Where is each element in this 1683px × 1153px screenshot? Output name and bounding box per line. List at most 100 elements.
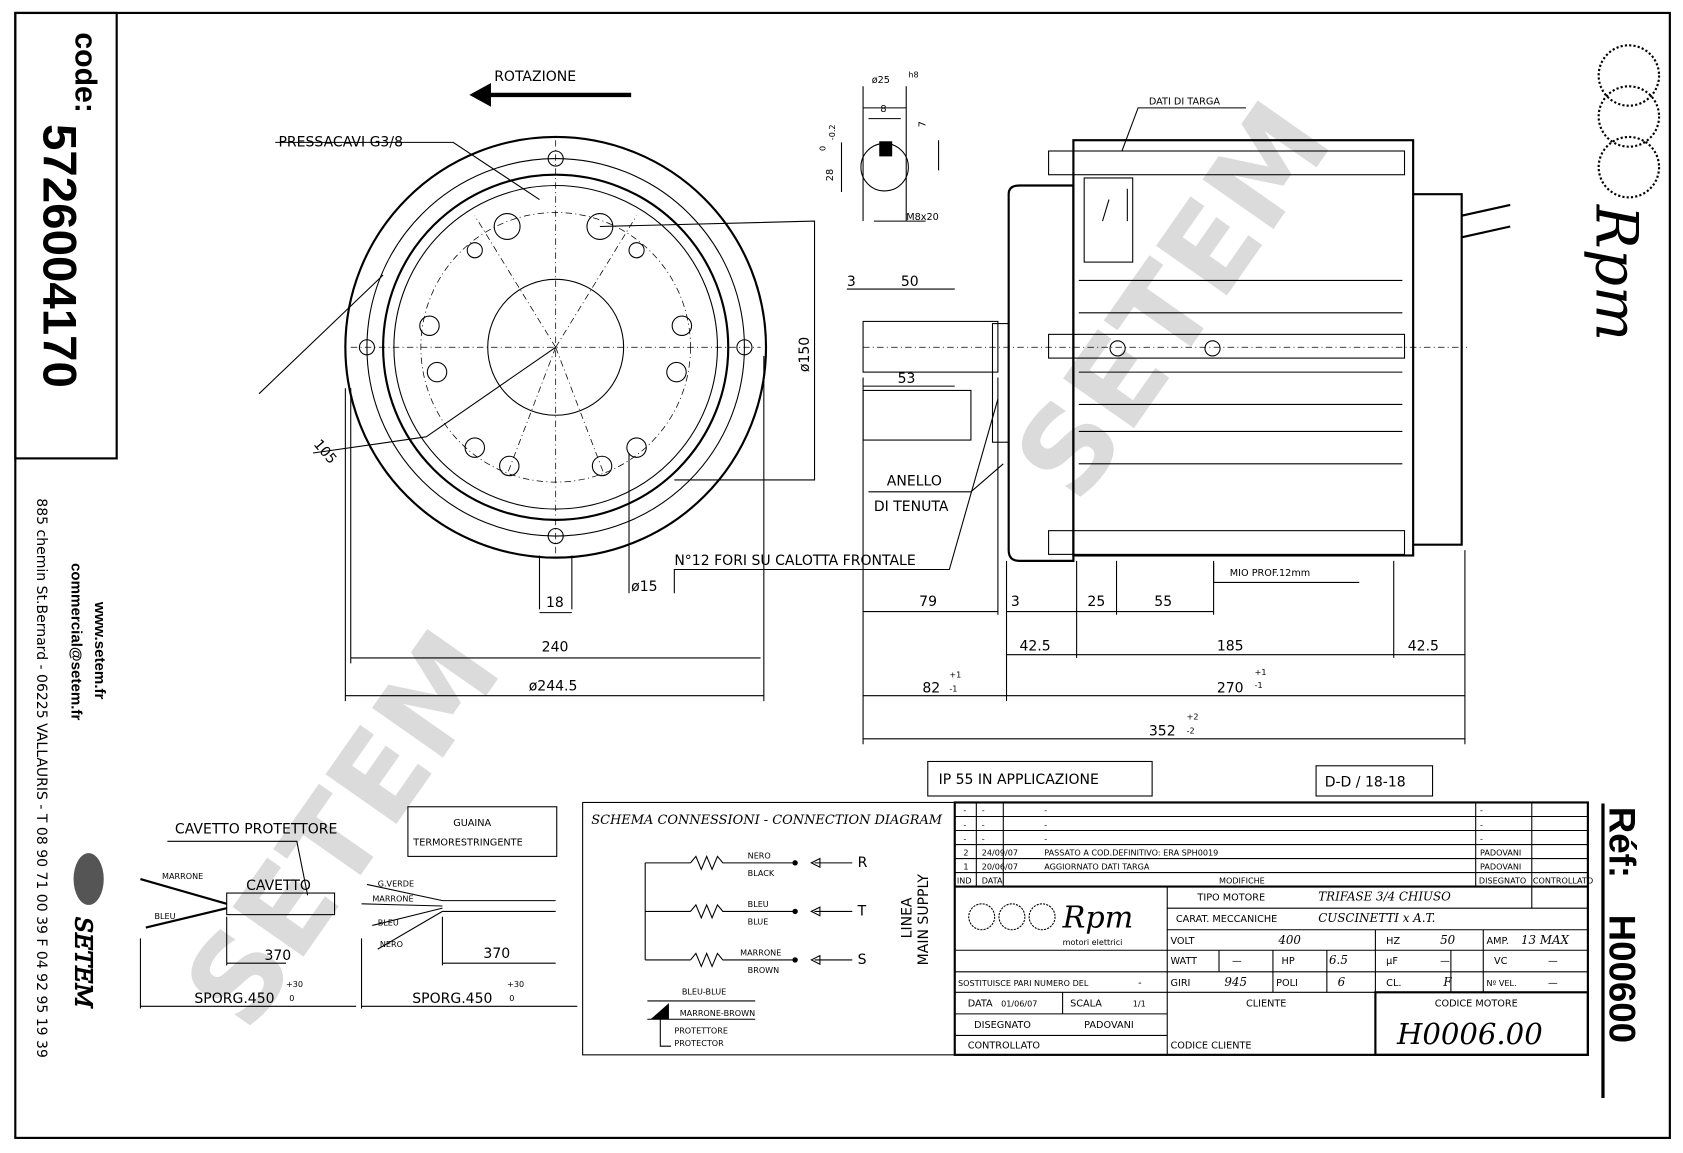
side-view: DATI DI TARGA ANELLO DI TENUTA MIO PROF.… <box>847 97 1511 745</box>
svg-text:SETEM: SETEM <box>70 917 98 1009</box>
ip-note: IP 55 IN APPLICAZIONE <box>939 772 1099 788</box>
contact-info: www.setem.fr commercial@setem.fr 885 che… <box>33 498 108 1058</box>
ip-note-box <box>927 760 1153 797</box>
svg-text:DATI DI TARGA: DATI DI TARGA <box>1149 97 1220 108</box>
section-note-box <box>1315 765 1434 797</box>
svg-text:3: 3 <box>1011 594 1020 610</box>
revision-data: - <box>982 833 985 843</box>
svg-text:Rpm: Rpm <box>1583 204 1651 341</box>
svg-text:HZ: HZ <box>1386 936 1400 947</box>
code-label: code: <box>69 32 102 113</box>
svg-text:8: 8 <box>880 104 886 115</box>
setem-bird-icon <box>73 853 104 905</box>
svg-text:—: — <box>1548 978 1558 989</box>
svg-text:-: - <box>1138 978 1142 989</box>
svg-text:ROTAZIONE: ROTAZIONE <box>494 69 576 85</box>
svg-text:MAIN SUPPLY: MAIN SUPPLY <box>916 874 932 966</box>
svg-text:h8: h8 <box>908 70 918 80</box>
svg-text:BLEU-BLUE: BLEU-BLUE <box>682 986 726 996</box>
svg-text:ø15: ø15 <box>631 579 657 595</box>
svg-text:DATA: DATA <box>982 875 1003 885</box>
svg-text:-1: -1 <box>949 683 957 693</box>
revision-ind: - <box>963 833 966 843</box>
svg-text:6.5: 6.5 <box>1329 953 1348 967</box>
revision-ind: 1 <box>963 861 968 871</box>
svg-text:TRIFASE 3/4 CHIUSO: TRIFASE 3/4 CHIUSO <box>1318 890 1451 904</box>
svg-text:SPORG.450: SPORG.450 <box>412 991 492 1007</box>
protector-symbol-icon <box>650 1003 669 1020</box>
svg-text:-0.2: -0.2 <box>827 124 837 140</box>
code-box-text: code: 5726004170 <box>32 32 101 388</box>
svg-text:NERO: NERO <box>380 939 403 949</box>
motor-code: H0006.00 <box>1396 1017 1543 1051</box>
svg-text:SCALA: SCALA <box>1070 998 1102 1009</box>
svg-text:MARRONE: MARRONE <box>740 948 781 958</box>
svg-text:CODICE CLIENTE: CODICE CLIENTE <box>1170 1040 1251 1051</box>
rpm-logo: Rpm <box>1583 44 1661 341</box>
revision-data: 20/06/07 <box>982 861 1018 871</box>
arrow-left-icon <box>469 83 491 107</box>
svg-text:42.5: 42.5 <box>1019 638 1050 654</box>
svg-text:79: 79 <box>919 594 937 610</box>
svg-text:G.VERDE: G.VERDE <box>378 879 414 889</box>
svg-text:CODICE MOTORE: CODICE MOTORE <box>1435 998 1518 1009</box>
revision-data: - <box>982 805 985 815</box>
svg-text:S: S <box>858 952 867 968</box>
revision-dis: PADOVANI <box>1480 861 1521 871</box>
svg-text:DI TENUTA: DI TENUTA <box>874 499 949 515</box>
svg-text:T: T <box>857 904 867 920</box>
revision-data: - <box>982 819 985 829</box>
svg-text:N°12 FORI SU CALOTTA FRONTALE: N°12 FORI SU CALOTTA FRONTALE <box>674 553 915 569</box>
reference-value: H00600 <box>1601 915 1642 1043</box>
svg-text:MODIFICHE: MODIFICHE <box>1219 875 1265 885</box>
svg-text:400: 400 <box>1277 933 1301 947</box>
email: commercial@setem.fr <box>67 563 84 720</box>
svg-text:CAVETTO: CAVETTO <box>246 878 311 894</box>
svg-text:270: 270 <box>1217 680 1244 696</box>
svg-text:Rpm: Rpm <box>1062 901 1134 936</box>
svg-text:82: 82 <box>922 680 940 696</box>
svg-text:BLACK: BLACK <box>748 868 775 878</box>
revision-dis: PADOVANI <box>1480 847 1521 857</box>
setem-logo: SETEM <box>69 853 104 1009</box>
revision-mod: - <box>1044 833 1047 843</box>
svg-text:ø244.5: ø244.5 <box>529 678 578 694</box>
svg-text:—: — <box>1232 956 1242 967</box>
svg-text:7: 7 <box>918 121 929 127</box>
revision-mod: AGGIORNATO DATI TARGA <box>1044 861 1150 871</box>
svg-text:352: 352 <box>1149 724 1176 740</box>
svg-text:+30: +30 <box>507 979 524 989</box>
svg-text:BLEU: BLEU <box>154 911 175 921</box>
svg-text:ø25: ø25 <box>872 75 890 86</box>
svg-text:µF: µF <box>1386 956 1398 967</box>
svg-text:DISEGNATO: DISEGNATO <box>1479 875 1526 885</box>
section-note: D-D / 18-18 <box>1325 774 1406 790</box>
website: www.setem.fr <box>91 601 108 700</box>
svg-text:28: 28 <box>825 169 836 181</box>
svg-text:PROTECTOR: PROTECTOR <box>674 1038 724 1048</box>
svg-text:CARAT. MECCANICHE: CARAT. MECCANICHE <box>1176 914 1277 925</box>
revision-dis: - <box>1480 833 1483 843</box>
svg-text:6: 6 <box>1338 975 1346 989</box>
revision-dis: - <box>1480 819 1483 829</box>
svg-text:240: 240 <box>542 639 569 655</box>
drawing-border <box>14 11 1671 1139</box>
svg-text:CONTROLLATO: CONTROLLATO <box>968 1040 1041 1051</box>
svg-text:VC: VC <box>1494 956 1508 967</box>
svg-text:BLEU: BLEU <box>378 917 399 927</box>
svg-text:WATT: WATT <box>1170 956 1197 967</box>
svg-text:105: 105 <box>310 437 339 468</box>
svg-text:—: — <box>1548 956 1558 967</box>
svg-text:TERMORESTRINGENTE: TERMORESTRINGENTE <box>412 838 522 849</box>
svg-text:PADOVANI: PADOVANI <box>1084 1020 1133 1031</box>
svg-text:25: 25 <box>1087 594 1105 610</box>
revision-ind: 2 <box>963 847 968 857</box>
svg-text:0: 0 <box>289 993 294 1003</box>
svg-text:185: 185 <box>1217 638 1244 654</box>
svg-text:SPORG.450: SPORG.450 <box>194 991 274 1007</box>
svg-text:F: F <box>1442 975 1452 989</box>
svg-text:CONTROLLATO: CONTROLLATO <box>1533 875 1593 885</box>
svg-text:370: 370 <box>264 948 291 964</box>
